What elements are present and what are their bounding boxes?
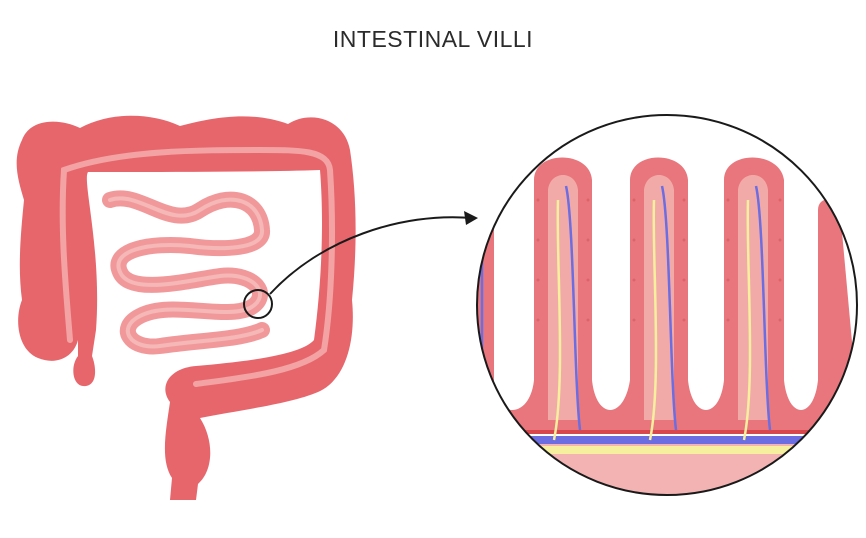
cell-texture [536, 198, 782, 322]
large-intestine [16, 115, 356, 500]
colon-highlight [59, 146, 335, 387]
vein-vessel-2 [660, 185, 678, 431]
arrow-head [464, 211, 478, 225]
arrow-icon [269, 211, 478, 295]
lacteal-band [477, 446, 857, 454]
vein-vessel-3 [754, 185, 772, 431]
arrow-line [269, 216, 473, 295]
small-intestine-inner [108, 196, 264, 349]
magnifier-outline [476, 114, 858, 496]
focus-circle [243, 289, 273, 319]
diagram-title: INTESTINAL VILLI [332, 26, 534, 52]
lacteal-vessel-1 [552, 199, 562, 441]
vein-band [477, 436, 857, 444]
vessels [480, 185, 772, 441]
vein-vessel-1 [564, 185, 582, 431]
small-intestine [102, 190, 270, 355]
intestine-icon [16, 115, 356, 500]
magnifier-circle [476, 114, 858, 496]
lacteal-vessel-2 [648, 199, 658, 441]
villi-inner [548, 175, 768, 420]
lacteal-vessel-3 [742, 199, 752, 441]
